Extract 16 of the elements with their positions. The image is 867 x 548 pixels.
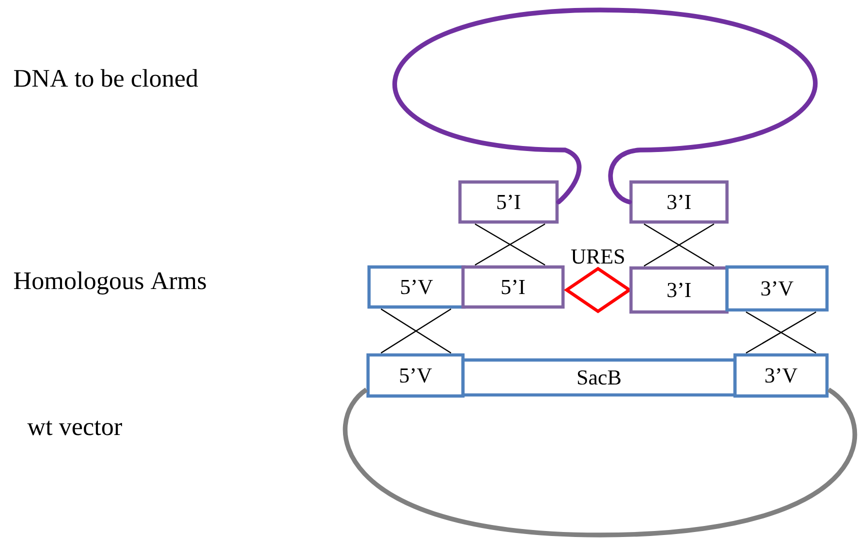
gene-box: 3’V <box>725 265 829 312</box>
gene-box: 5’I <box>461 265 565 309</box>
crossover-mark <box>643 223 715 267</box>
gene-box: 5’V <box>366 353 465 398</box>
crossover-mark <box>474 223 546 266</box>
gene-box: 3’I <box>629 180 729 224</box>
gene-box: 5’V <box>367 265 466 309</box>
gene-box: 3’I <box>629 266 729 314</box>
side-label: DNA to be cloned <box>14 69 198 87</box>
crossover-mark <box>745 311 817 354</box>
gene-box: 3’V <box>733 353 829 398</box>
gene-box: 5’I <box>458 180 559 224</box>
insert-loop <box>392 8 818 204</box>
side-label: Homologous Arms <box>14 271 206 294</box>
side-label: wt vector <box>27 420 122 436</box>
crossover-mark <box>380 308 452 354</box>
